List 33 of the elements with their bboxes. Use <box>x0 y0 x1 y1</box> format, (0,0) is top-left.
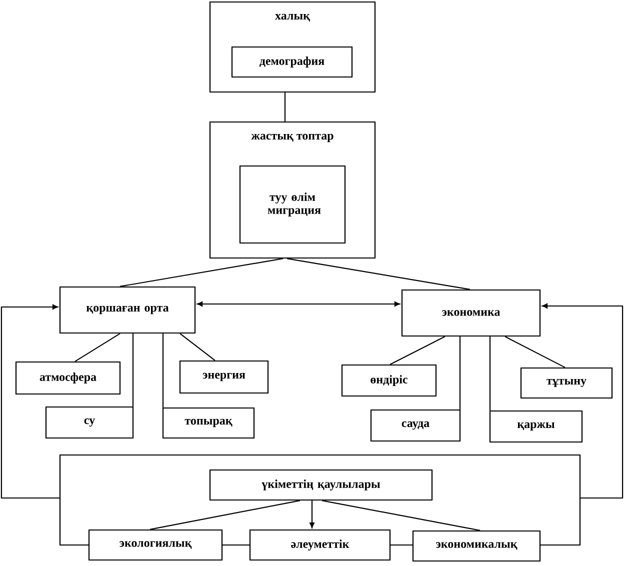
text-box: энергия <box>179 360 269 394</box>
text-box: су <box>45 406 134 439</box>
arrow <box>0 304 60 499</box>
text-box: үкіметтің қаулылары <box>209 469 433 501</box>
arrow <box>542 303 624 499</box>
connector-line <box>150 500 300 530</box>
connector-line <box>284 92 286 122</box>
text-box: экологиялық <box>88 529 223 561</box>
text-box: өндіріс <box>341 364 437 397</box>
text-box: қоршаған орта <box>59 286 196 334</box>
connector-line <box>162 334 164 408</box>
text-box: экономикалық <box>412 530 541 562</box>
text-box: демография <box>231 46 353 78</box>
text-box: атмосфера <box>15 361 121 395</box>
connector-line <box>120 258 284 287</box>
connector-line <box>504 336 566 368</box>
arrow <box>197 301 400 307</box>
connector-line <box>132 334 134 406</box>
connector-line <box>180 333 216 361</box>
connector-line <box>286 258 470 290</box>
arrow <box>309 500 315 528</box>
text-box: топырақ <box>162 407 255 439</box>
text-box: туу өлім миграция <box>239 165 346 244</box>
text-box: әлеуметтік <box>249 529 391 561</box>
connector-line <box>489 336 491 410</box>
text-box: тұтыну <box>520 367 613 399</box>
connector-line <box>390 336 446 365</box>
text-box: қаржы <box>489 410 583 443</box>
connector-line <box>322 500 480 531</box>
text-box: экономика <box>401 289 541 337</box>
connector-line <box>459 336 461 410</box>
connector-line <box>74 333 120 362</box>
text-box: сауда <box>370 409 461 442</box>
